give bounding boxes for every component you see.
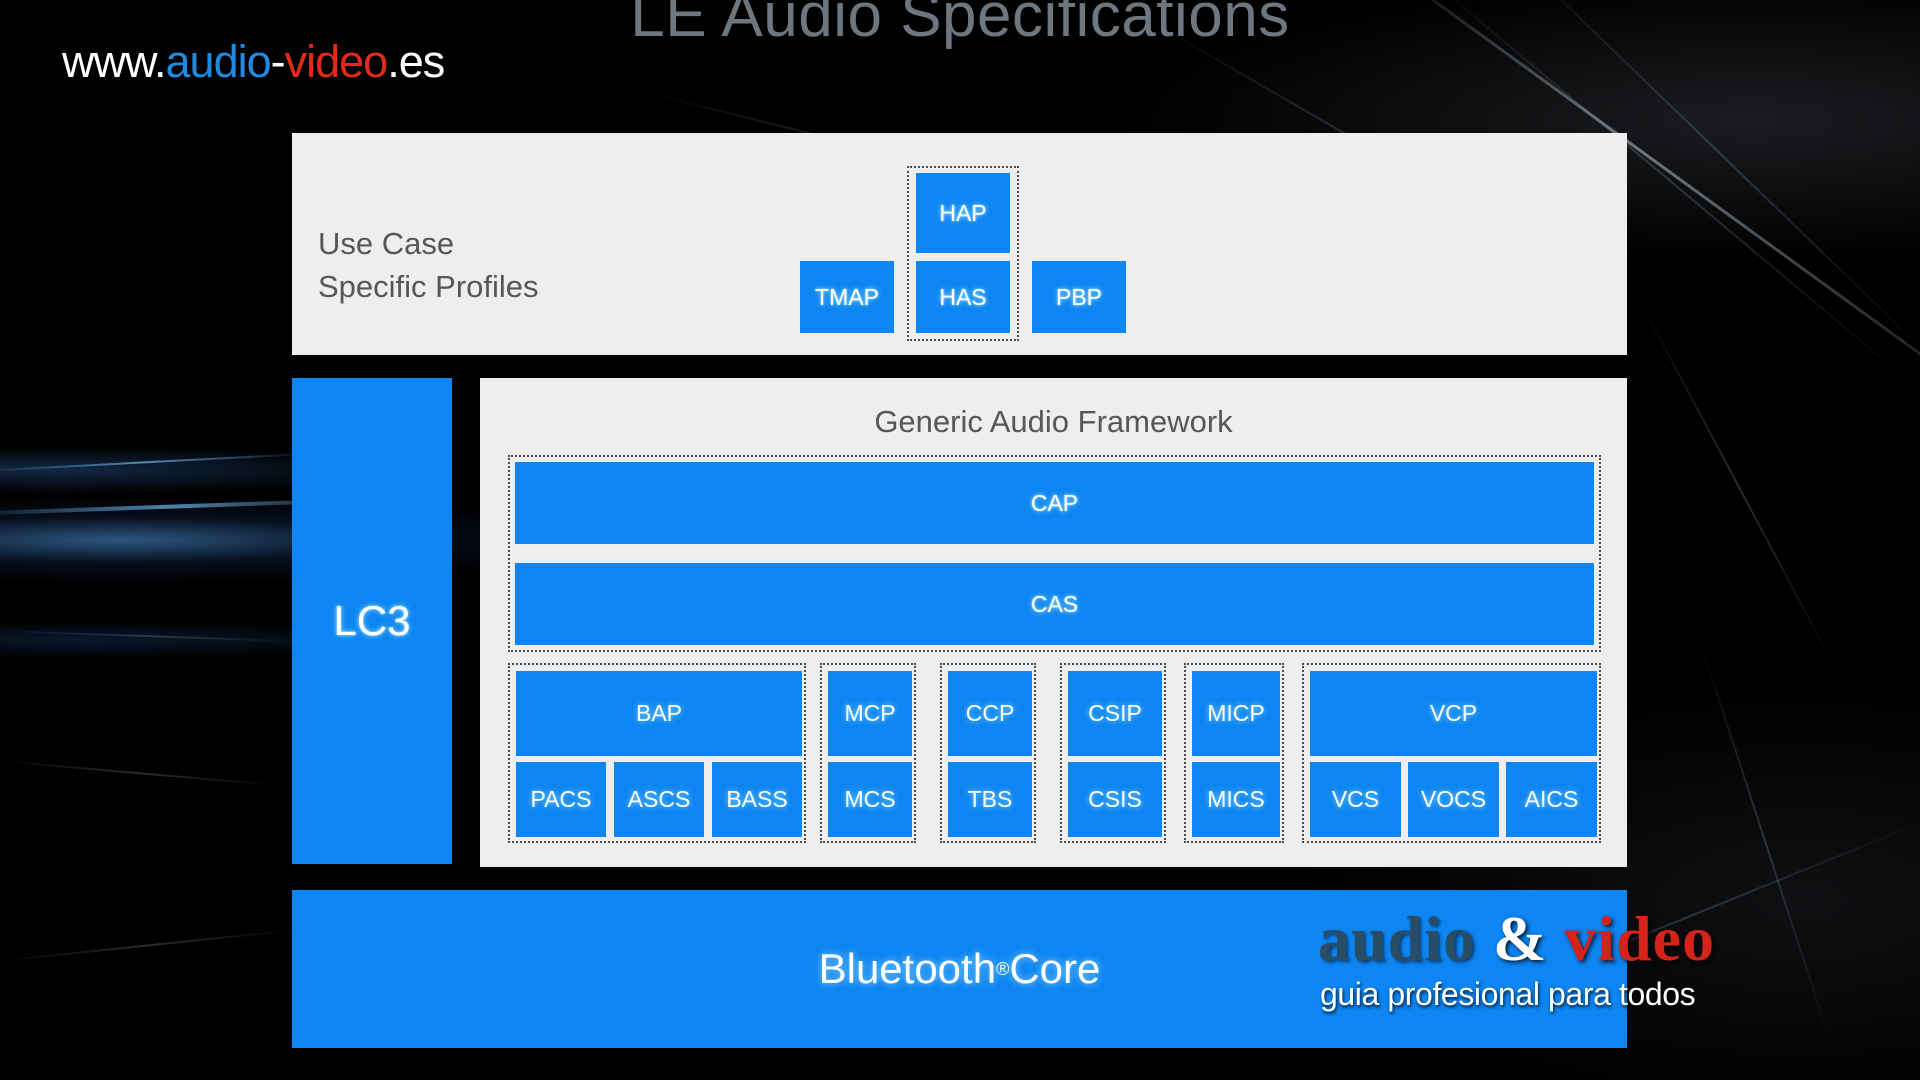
hearing-aid-group-outline [907, 166, 1019, 341]
bluetooth-core-suffix: Core [1009, 945, 1101, 992]
watermark-tld: .es [387, 36, 445, 87]
brand-logo-main: audio & video [1318, 902, 1878, 976]
spec-box-mcp[interactable]: MCP [828, 671, 912, 756]
spec-box-vcs[interactable]: VCS [1310, 762, 1401, 837]
spec-box-pbp[interactable]: PBP [1032, 261, 1126, 333]
service-group-bap: BAP PACS ASCS BASS [508, 663, 806, 843]
generic-audio-framework-title: Generic Audio Framework [874, 404, 1233, 439]
spec-box-hap[interactable]: HAP [916, 173, 1010, 253]
cap-cas-group-outline [508, 455, 1601, 652]
watermark-audio: audio [165, 36, 272, 87]
brand-logo-tagline: guia profesional para todos [1320, 976, 1696, 1012]
service-group-vcp: VCP VCS VOCS AICS [1302, 663, 1601, 843]
registered-trademark-icon: ® [996, 958, 1010, 979]
spec-box-lc3[interactable]: LC3 [292, 378, 452, 864]
service-group-micp: MICP MICS [1184, 663, 1284, 843]
service-group-mcp: MCP MCS [820, 663, 916, 843]
brand-logo-audio: audio [1318, 903, 1476, 974]
spec-box-csip[interactable]: CSIP [1068, 671, 1162, 756]
bluetooth-core-label: Bluetooth [818, 945, 997, 992]
service-group-csip: CSIP CSIS [1060, 663, 1166, 843]
spec-box-tbs[interactable]: TBS [948, 762, 1032, 837]
use-case-profiles-label: Use Case Specific Profiles [318, 226, 539, 304]
light-streak-decor [0, 928, 299, 962]
brand-logo-video: video [1564, 903, 1716, 974]
watermark-dash: - [270, 36, 286, 87]
spec-box-ascs[interactable]: ASCS [614, 762, 704, 837]
light-streak-decor [0, 760, 280, 787]
spec-box-pacs[interactable]: PACS [516, 762, 606, 837]
spec-box-cas[interactable]: CAS [515, 563, 1594, 645]
spec-box-csis[interactable]: CSIS [1068, 762, 1162, 837]
site-watermark: www.audio-video.es [62, 36, 445, 88]
spec-box-micp[interactable]: MICP [1192, 671, 1280, 756]
spec-box-vcp[interactable]: VCP [1310, 671, 1597, 756]
watermark-www: www. [62, 36, 167, 87]
spec-box-ccp[interactable]: CCP [948, 671, 1032, 756]
spec-box-has[interactable]: HAS [916, 261, 1010, 333]
light-streak-decor [0, 630, 300, 643]
spec-box-bass[interactable]: BASS [712, 762, 802, 837]
bluetooth-core-bar[interactable]: Bluetooth® Core [292, 890, 1627, 1048]
brand-logo: audio & video guia profesional para todo… [1318, 902, 1878, 1032]
light-streak-decor [0, 452, 310, 472]
spec-box-tmap[interactable]: TMAP [800, 261, 894, 333]
spec-box-aics[interactable]: AICS [1506, 762, 1597, 837]
spec-box-mics[interactable]: MICS [1192, 762, 1280, 837]
watermark-video: video [284, 36, 389, 87]
page-title: LE Audio Specifications [630, 0, 1290, 50]
light-streak-decor [1639, 300, 1839, 673]
spec-box-bap[interactable]: BAP [516, 671, 802, 756]
brand-logo-ampersand: & [1492, 903, 1548, 974]
spec-box-cap[interactable]: CAP [515, 462, 1594, 544]
spec-box-mcs[interactable]: MCS [828, 762, 912, 837]
spec-box-vocs[interactable]: VOCS [1408, 762, 1499, 837]
service-group-ccp: CCP TBS [940, 663, 1036, 843]
